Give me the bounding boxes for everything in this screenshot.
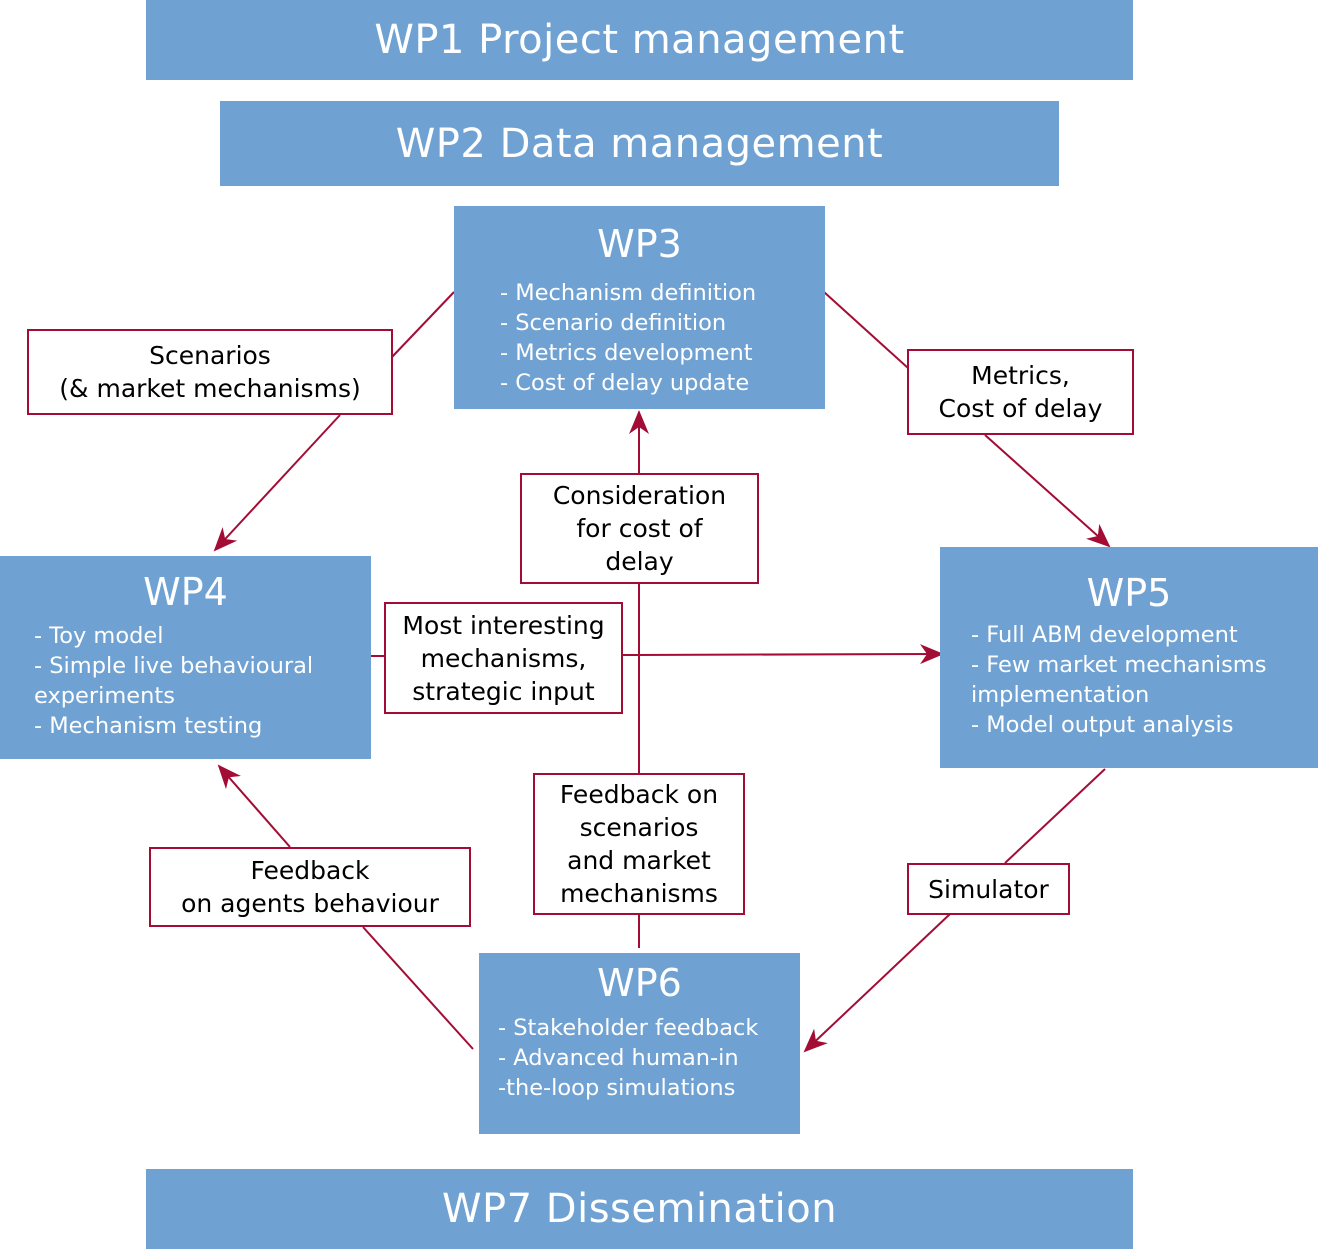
wp5-box: WP5 - Full ABM development - Few market … — [940, 547, 1318, 768]
wp5-task: - Full ABM development — [971, 622, 1238, 648]
label-line: Feedback — [250, 856, 370, 885]
wp6-task: - Stakeholder feedback — [498, 1015, 759, 1041]
label-line: mechanisms — [560, 879, 718, 908]
wp3-task: - Mechanism definition — [500, 280, 757, 306]
connector-wp5-to-simulator — [1004, 768, 1106, 864]
label-line: Most interesting — [402, 610, 605, 640]
wp6-task: - Advanced human-in — [498, 1045, 739, 1071]
wp1-title: WP1 Project management — [374, 17, 905, 63]
wp4-box: WP4 - Toy model - Simple live behavioura… — [0, 556, 371, 759]
wp3-task: - Scenario definition — [500, 310, 727, 336]
wp3-box: WP3 - Mechanism definition - Scenario de… — [454, 206, 825, 409]
wp1-banner: WP1 Project management — [146, 0, 1133, 80]
wp5-task: - Few market mechanisms — [971, 652, 1267, 678]
connector-wp6-to-feedback-agents — [362, 926, 474, 1050]
wp5-task-list: - Full ABM development - Few market mech… — [971, 620, 1266, 740]
label-line: Cost of delay — [938, 394, 1103, 423]
label-line: for cost of — [576, 514, 703, 543]
wp5-task: - Model output analysis — [971, 712, 1234, 738]
wp3-task: - Cost of delay update — [500, 370, 750, 396]
label-line: on agents behaviour — [181, 889, 439, 918]
label-most-interesting-mechanisms: Most interesting mechanisms, strategic i… — [384, 602, 623, 714]
wp4-task: experiments — [34, 683, 175, 709]
wp4-task: - Simple live behavioural — [34, 653, 314, 679]
wp4-task-list: - Toy model - Simple live behavioural ex… — [34, 621, 313, 741]
arrow-most-interesting-to-wp5 — [621, 644, 944, 665]
label-line: Feedback on — [559, 780, 719, 809]
wp6-task: -the-loop simulations — [498, 1075, 736, 1101]
label-line: delay — [605, 547, 674, 576]
label-line: Metrics, — [971, 361, 1070, 390]
label-line: strategic input — [412, 676, 595, 706]
label-line: scenarios — [579, 813, 699, 842]
wp5-title: WP5 — [1086, 571, 1172, 615]
wp6-box: WP6 - Stakeholder feedback - Advanced hu… — [479, 953, 800, 1134]
label-consideration-cost-of-delay: Consideration for cost of delay — [520, 473, 759, 584]
label-line: and market — [567, 846, 711, 875]
wp2-title: WP2 Data management — [395, 120, 884, 167]
wp7-title: WP7 Dissemination — [441, 1186, 838, 1232]
label-feedback-scenarios-mechanisms: Feedback on scenarios and market mechani… — [533, 773, 745, 915]
label-line: (& market mechanisms) — [59, 374, 361, 403]
wp6-task-list: - Stakeholder feedback - Advanced human-… — [498, 1013, 758, 1103]
connector-wp3-to-metrics — [823, 291, 909, 369]
label-simulator: Simulator — [907, 863, 1070, 915]
wp4-task: - Toy model — [34, 623, 164, 649]
wp5-task: implementation — [971, 682, 1150, 708]
label-line: Consideration — [552, 481, 727, 510]
wp3-title: WP3 — [597, 222, 682, 266]
label-line: Scenarios — [149, 341, 271, 370]
wp2-banner: WP2 Data management — [220, 101, 1059, 186]
wp6-title: WP6 — [597, 961, 682, 1005]
arrow-simulator-to-wp6 — [803, 913, 951, 1053]
wp7-banner: WP7 Dissemination — [146, 1169, 1133, 1249]
wp4-task: - Mechanism testing — [34, 713, 263, 739]
label-feedback-agents-behaviour: Feedback on agents behaviour — [149, 847, 471, 927]
label-scenarios: Scenarios (& market mechanisms) — [27, 329, 393, 415]
label-line: mechanisms, — [420, 643, 587, 673]
arrow-metrics-to-wp5 — [984, 434, 1111, 548]
label-line: Simulator — [928, 874, 1049, 904]
connector-wp3-to-scenarios — [391, 291, 455, 358]
arrow-feedback-agents-to-wp4 — [217, 764, 291, 848]
wp4-title: WP4 — [143, 570, 228, 614]
wp3-task-list: - Mechanism definition - Scenario defini… — [500, 278, 756, 398]
wp3-task: - Metrics development — [500, 340, 753, 366]
arrow-scenarios-to-wp4 — [213, 414, 341, 552]
label-metrics-cost-of-delay: Metrics, Cost of delay — [907, 349, 1134, 435]
